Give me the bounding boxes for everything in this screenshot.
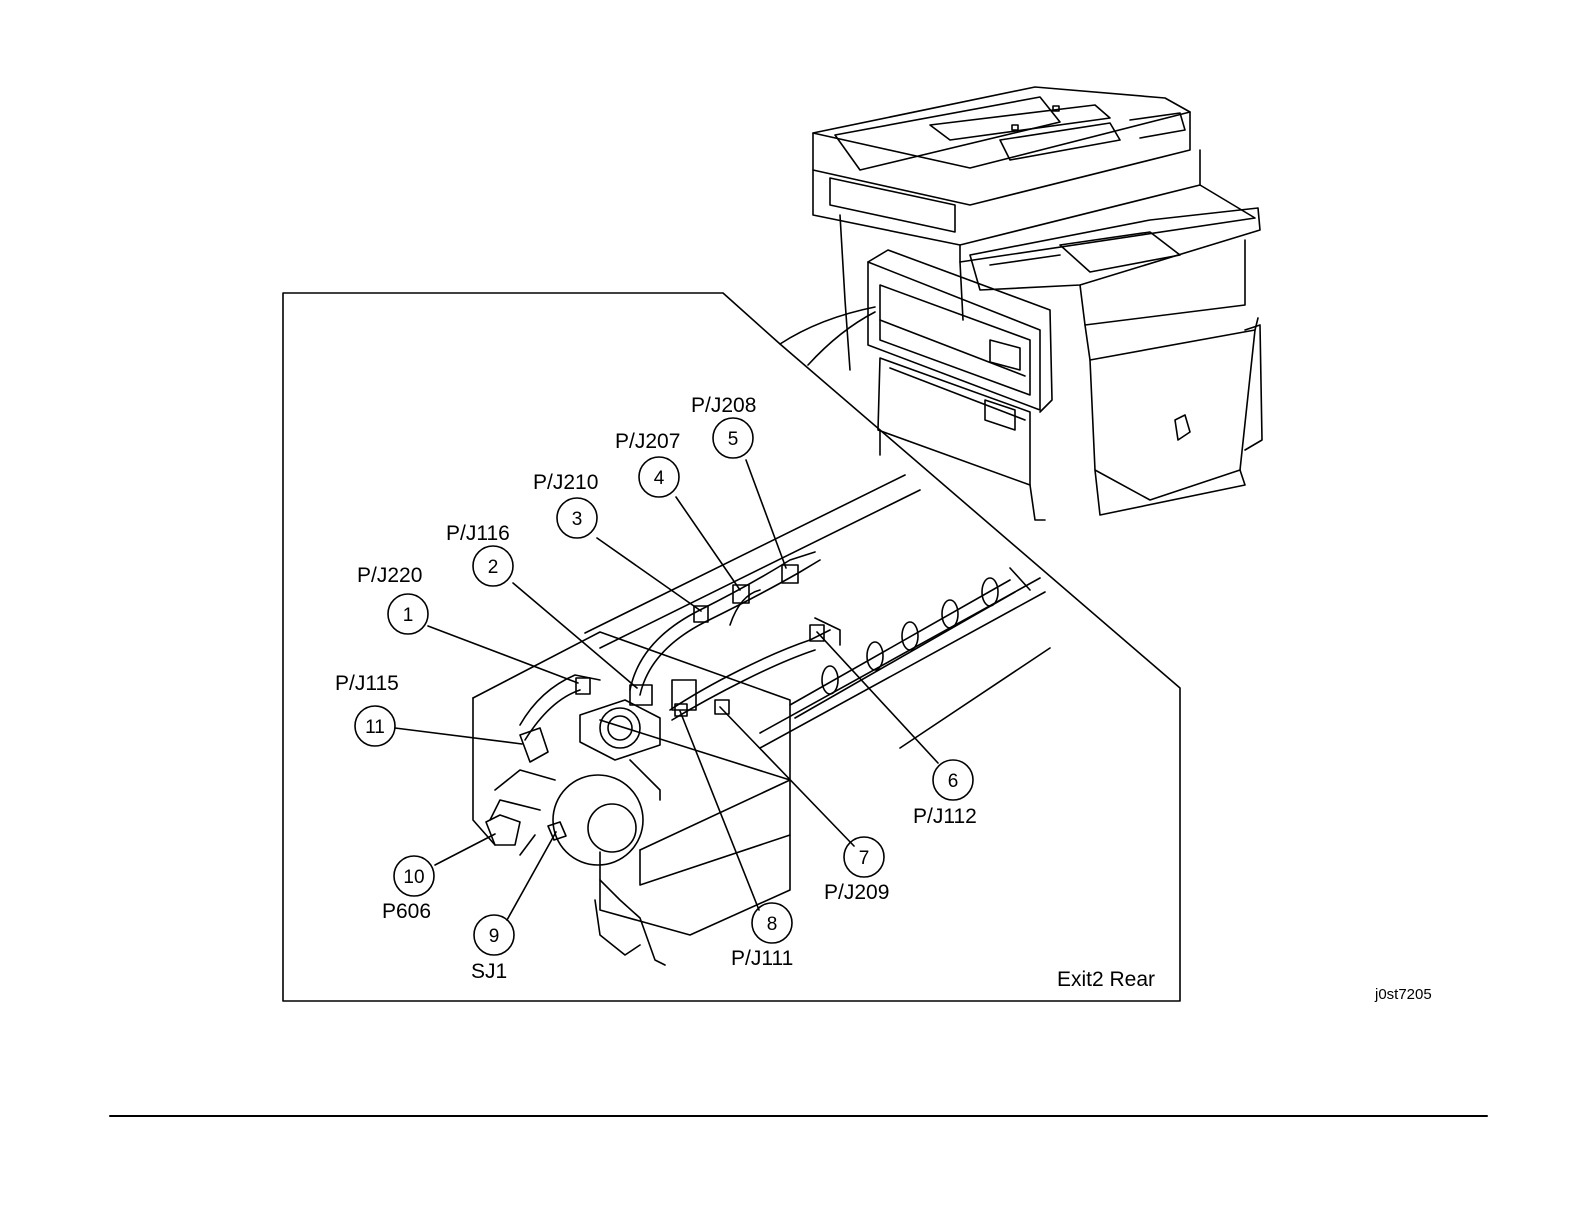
- zoom-leader-upper: [780, 307, 875, 344]
- callout-label: P/J209: [824, 881, 889, 904]
- callout-label: P/J115: [335, 672, 399, 695]
- callout-number: 10: [403, 867, 424, 888]
- callout-number: 9: [489, 926, 500, 947]
- callout-number: 11: [365, 717, 385, 738]
- callout-number: 3: [572, 509, 583, 530]
- exit2-assembly: [473, 475, 1050, 965]
- callout-label: P/J208: [691, 394, 756, 417]
- callout-number: 5: [728, 429, 739, 450]
- callout-label: P/J112: [913, 805, 977, 828]
- callout-label: SJ1: [471, 960, 507, 983]
- callout-number: 6: [948, 771, 959, 792]
- callout-number: 2: [488, 557, 499, 578]
- callout-label: P/J207: [615, 430, 680, 453]
- callout-number: 1: [403, 605, 414, 626]
- callout-label: P/J220: [357, 564, 422, 587]
- callout-number: 8: [767, 914, 778, 935]
- callout-number: 4: [654, 468, 665, 489]
- printer-overview: [813, 87, 1262, 520]
- callout-label: P/J111: [731, 947, 793, 970]
- image-code: j0st7205: [1374, 986, 1432, 1003]
- callout-number: 7: [859, 848, 870, 869]
- callout-label: P/J210: [533, 471, 598, 494]
- figure-caption: Exit2 Rear: [1057, 968, 1155, 991]
- zoom-leader-lower: [808, 312, 875, 365]
- callout-label: P606: [382, 900, 431, 923]
- callout-circles: [355, 418, 973, 955]
- callout-label: P/J116: [446, 522, 510, 545]
